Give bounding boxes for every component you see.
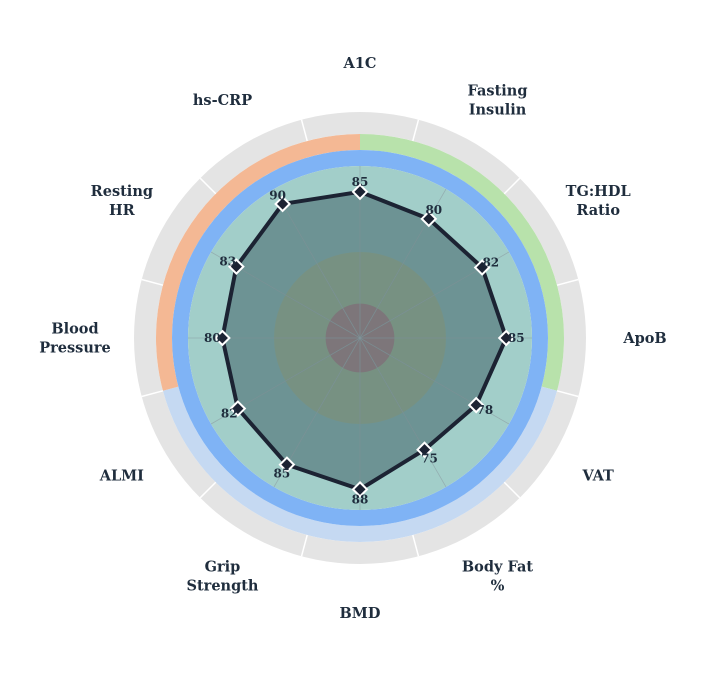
data-point	[227, 258, 245, 276]
axis-label-line: Pressure	[39, 340, 111, 357]
axis-label: hs-CRP	[193, 92, 252, 109]
value-labels: 85 80 82 85 78 75 88 85 82 80 83 90	[204, 175, 525, 507]
value-label: 80	[204, 331, 221, 345]
ring-separator	[300, 534, 308, 557]
axis-label-line: A1C	[343, 55, 377, 72]
ring-separator	[141, 278, 164, 286]
axis-label-line: Resting	[91, 183, 153, 200]
grid-spoke-overlay	[359, 218, 430, 339]
axis-label-line: ALMI	[99, 468, 144, 485]
axis-label: ALMI	[99, 468, 144, 485]
ring-separator	[141, 390, 164, 398]
axis-label-line: Strength	[187, 578, 259, 595]
ring-separator	[556, 390, 579, 398]
value-label: 85	[508, 331, 525, 345]
axis-label-line: BMD	[340, 605, 381, 622]
data-point	[420, 210, 438, 228]
axis-label: VAT	[581, 468, 614, 485]
axis-label-line: Grip	[205, 559, 241, 576]
grid-spoke-overlay	[359, 337, 425, 450]
data-point	[278, 456, 296, 474]
data-point	[274, 195, 292, 213]
grid-spoke-overlay	[236, 266, 361, 339]
value-label: 88	[352, 492, 369, 506]
value-label: 90	[269, 188, 286, 202]
data-point	[351, 183, 369, 201]
grid-spoke-overlay	[286, 337, 361, 465]
data-markers	[213, 183, 515, 498]
grid-spoke-overlay	[359, 267, 483, 339]
ring-separator	[556, 278, 579, 286]
ring-separator	[503, 177, 521, 195]
axis-label-line: %	[491, 578, 505, 595]
data-point	[229, 400, 247, 417]
grid-spoke-overlay	[359, 337, 477, 406]
grid-spoke-overlay	[282, 203, 361, 339]
value-label: 78	[476, 403, 493, 417]
ring-separator	[199, 481, 217, 499]
ring-separator	[503, 481, 521, 499]
value-label: 82	[482, 255, 499, 269]
ring-separator	[199, 177, 217, 195]
axis-label-line: Blood	[51, 321, 98, 338]
axis-label: TG:HDL Ratio	[566, 183, 631, 219]
axis-label-line: VAT	[581, 468, 614, 485]
axis-label: Body Fat%	[462, 559, 533, 595]
data-point	[473, 259, 491, 276]
axis-label-line: TG:HDL	[566, 183, 631, 200]
grid-spoke-overlay	[237, 337, 361, 409]
value-label: 80	[425, 203, 442, 217]
axis-label-line: Fasting	[468, 82, 528, 99]
axis-label-line: HR	[109, 202, 136, 219]
axis-label: A1C	[343, 55, 377, 72]
data-point	[467, 396, 485, 414]
value-label: 75	[421, 451, 438, 465]
axis-label: BMD	[340, 605, 381, 622]
value-label: 82	[221, 407, 238, 421]
ring-separator	[412, 534, 420, 557]
axis-label-line: Ratio	[576, 202, 620, 219]
chart-rings	[134, 112, 586, 564]
ring-separator	[300, 119, 308, 142]
axis-label-line: Body Fat	[462, 559, 533, 576]
value-label: 83	[219, 255, 236, 269]
ring-separator	[412, 119, 420, 142]
axis-label-line: hs-CRP	[193, 92, 252, 109]
axis-label: ApoB	[622, 330, 666, 347]
axis-label-line: ApoB	[622, 330, 666, 347]
data-point	[497, 329, 515, 347]
value-label: 85	[352, 175, 369, 189]
data-point	[351, 480, 369, 498]
data-point	[213, 329, 231, 347]
axis-label-line: Insulin	[469, 101, 527, 118]
data-point	[416, 441, 433, 459]
value-label: 85	[274, 466, 291, 480]
category-ring-segment	[162, 386, 558, 543]
